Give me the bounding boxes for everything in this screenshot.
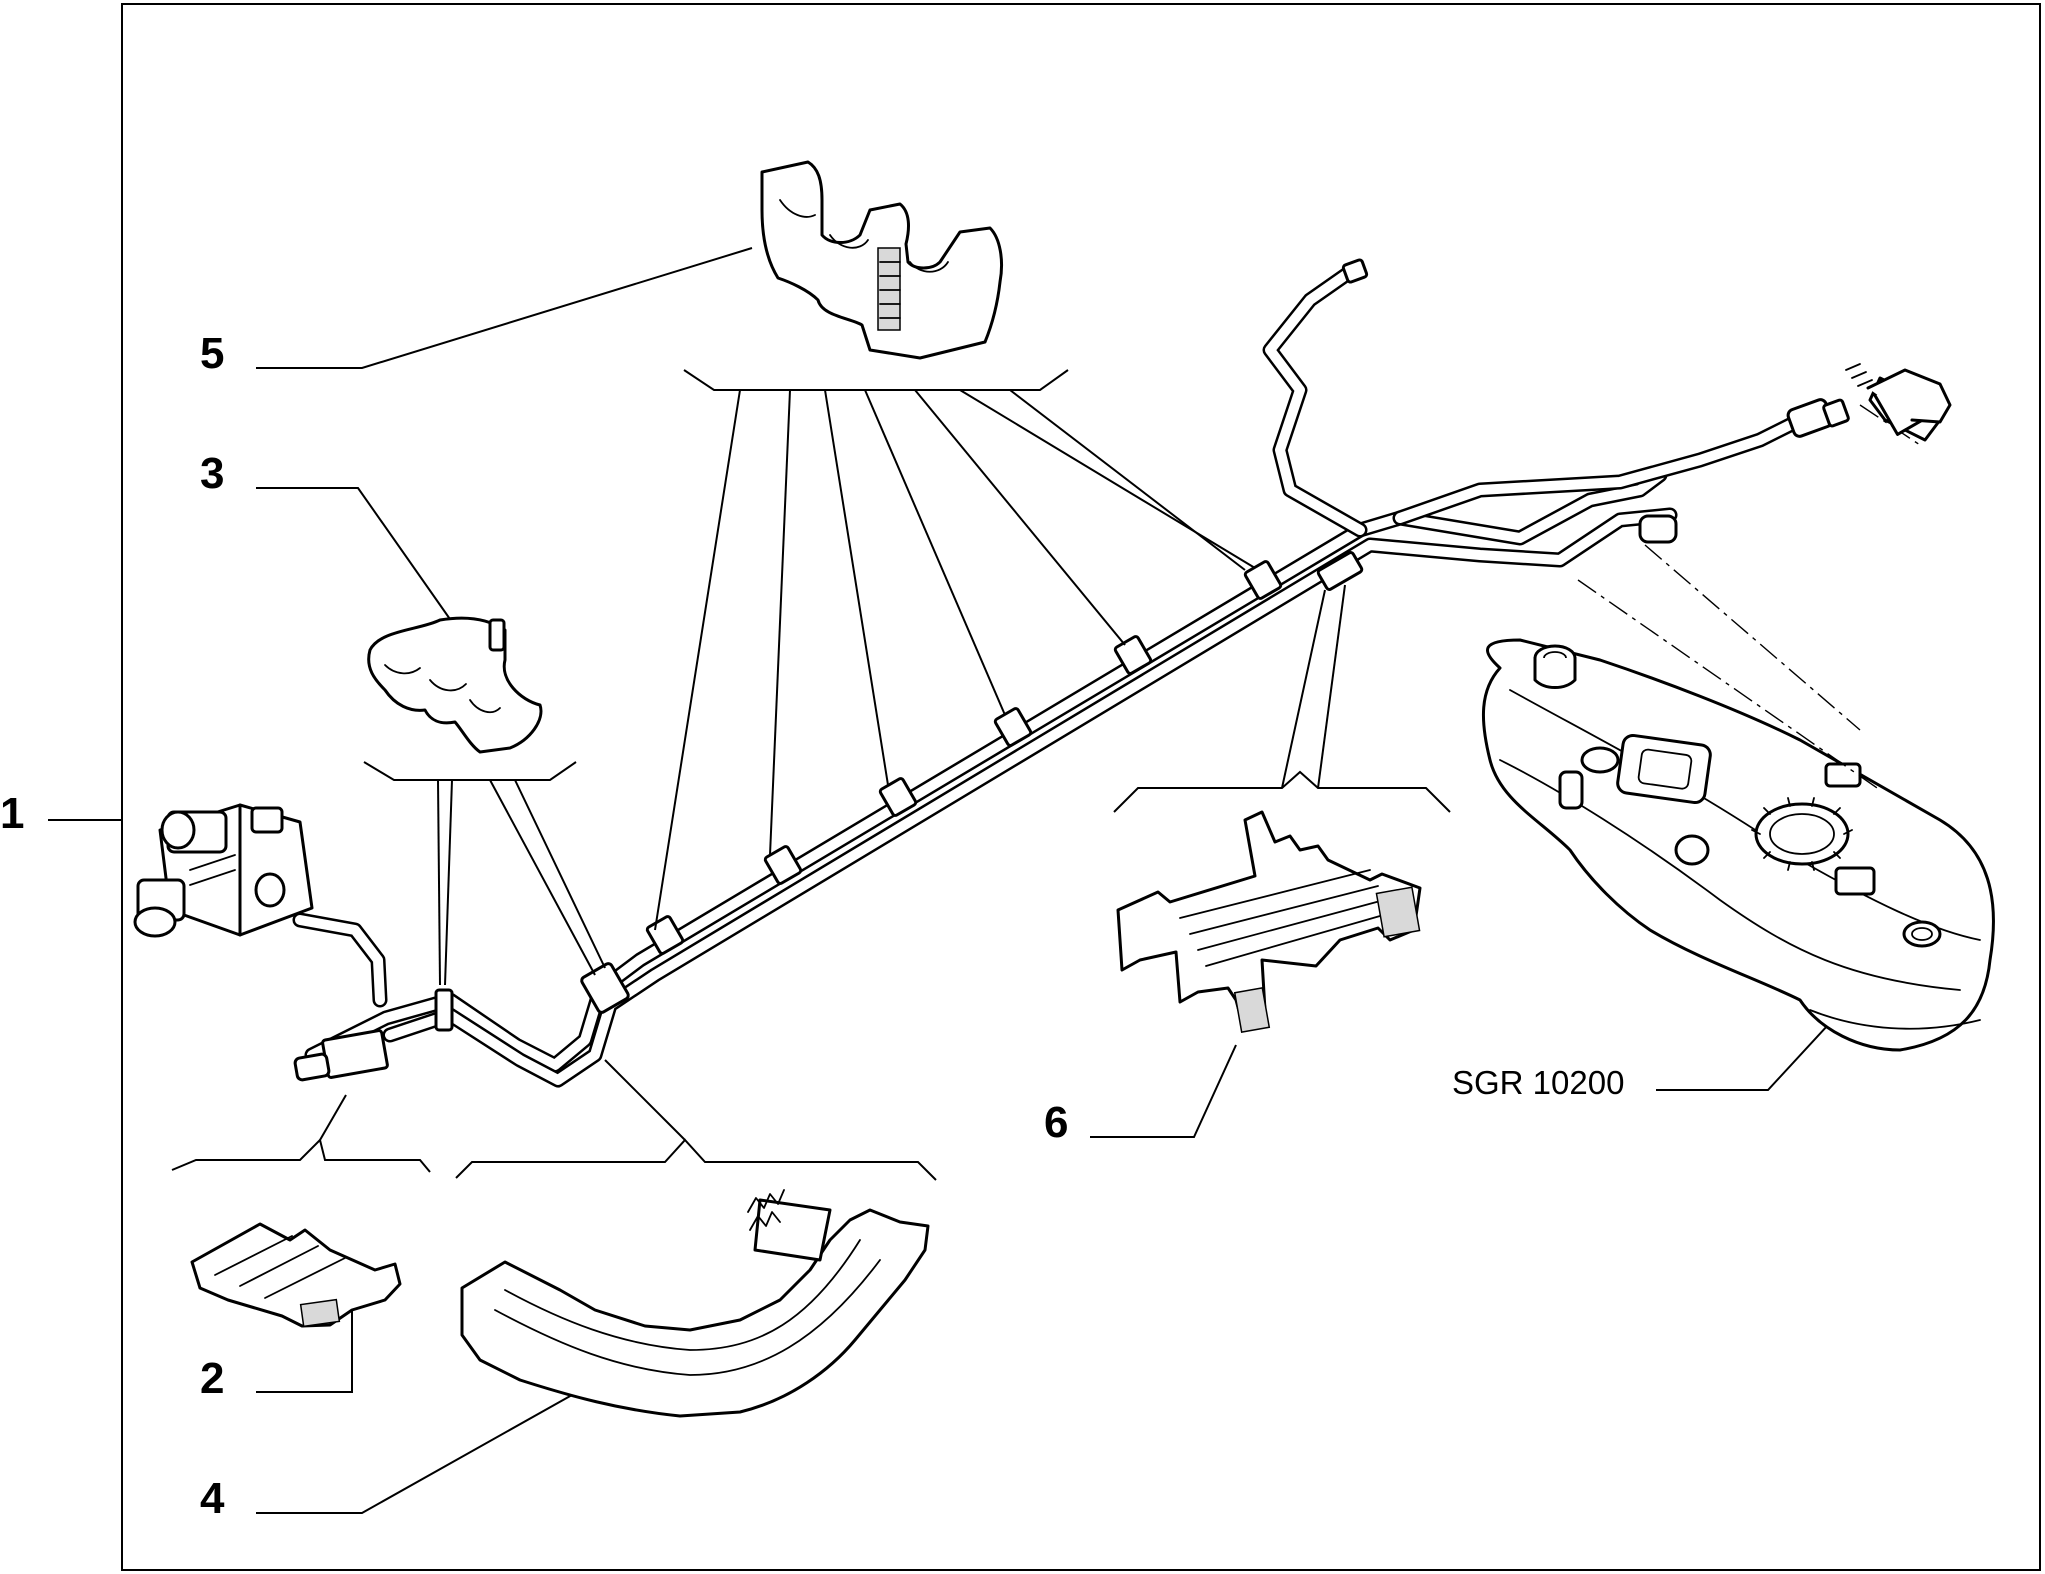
callout-2-leader	[256, 1305, 353, 1393]
callout-2-label[interactable]: 2	[200, 1354, 224, 1403]
part-3-bracket	[363, 761, 577, 781]
callout-4-label[interactable]: 4	[200, 1474, 225, 1523]
part-5-bracket	[683, 369, 1069, 391]
fuel-valve-assembly[interactable]	[133, 803, 314, 938]
diagram-frame	[121, 3, 2041, 1571]
fuel-tank[interactable]	[1482, 638, 1995, 1052]
part-4-long-clip[interactable]	[460, 1189, 930, 1418]
part-6-wide-clip[interactable]	[1116, 810, 1422, 1033]
part-2-clip[interactable]	[190, 1222, 402, 1328]
fuel-line-end-connector	[321, 1029, 389, 1079]
callout-5-leader	[256, 247, 753, 369]
fuel-pump-flange	[1754, 802, 1850, 866]
tank-alignment-line	[1577, 579, 1881, 791]
callout-6-leader	[1090, 1044, 1237, 1138]
part-5-triple-clip[interactable]	[760, 160, 1004, 360]
drawing-code: SGR 10200	[1452, 1064, 1624, 1101]
callout-3-label[interactable]: 3	[200, 449, 224, 498]
callout-6-label[interactable]: 6	[1044, 1098, 1068, 1147]
callout-4-leader	[256, 1385, 589, 1514]
bolt-fitting[interactable]	[1845, 363, 1952, 442]
callout-3-leader	[256, 487, 453, 623]
callout-1-label[interactable]: 1	[0, 789, 24, 838]
tank-top-plate	[1616, 733, 1712, 805]
bundle-clip-markers	[434, 551, 1364, 1032]
part-3-double-clip[interactable]	[367, 616, 543, 754]
part-2-bracket	[171, 1138, 431, 1173]
part-4-bracket	[455, 1138, 937, 1181]
callout-5-label[interactable]: 5	[200, 329, 224, 378]
part-6-bracket	[1113, 770, 1451, 813]
drawing-code-leader	[1656, 1011, 1841, 1091]
fuel-line-bundle[interactable]	[292, 258, 1850, 1088]
